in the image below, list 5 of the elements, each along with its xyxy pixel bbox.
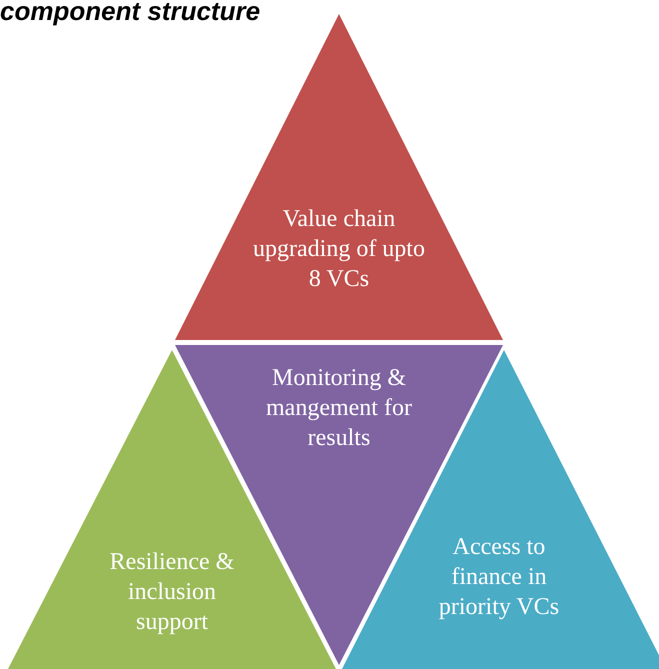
segment-label: Access to finance in priority VCs	[438, 533, 560, 622]
segment-label: Monitoring & mangement for results	[265, 364, 413, 453]
diagram-title: component structure	[0, 0, 260, 27]
segment-label: Value chain upgrading of upto 8 VCs	[252, 205, 426, 294]
segment-label: Resilience & inclusion support	[108, 548, 236, 637]
